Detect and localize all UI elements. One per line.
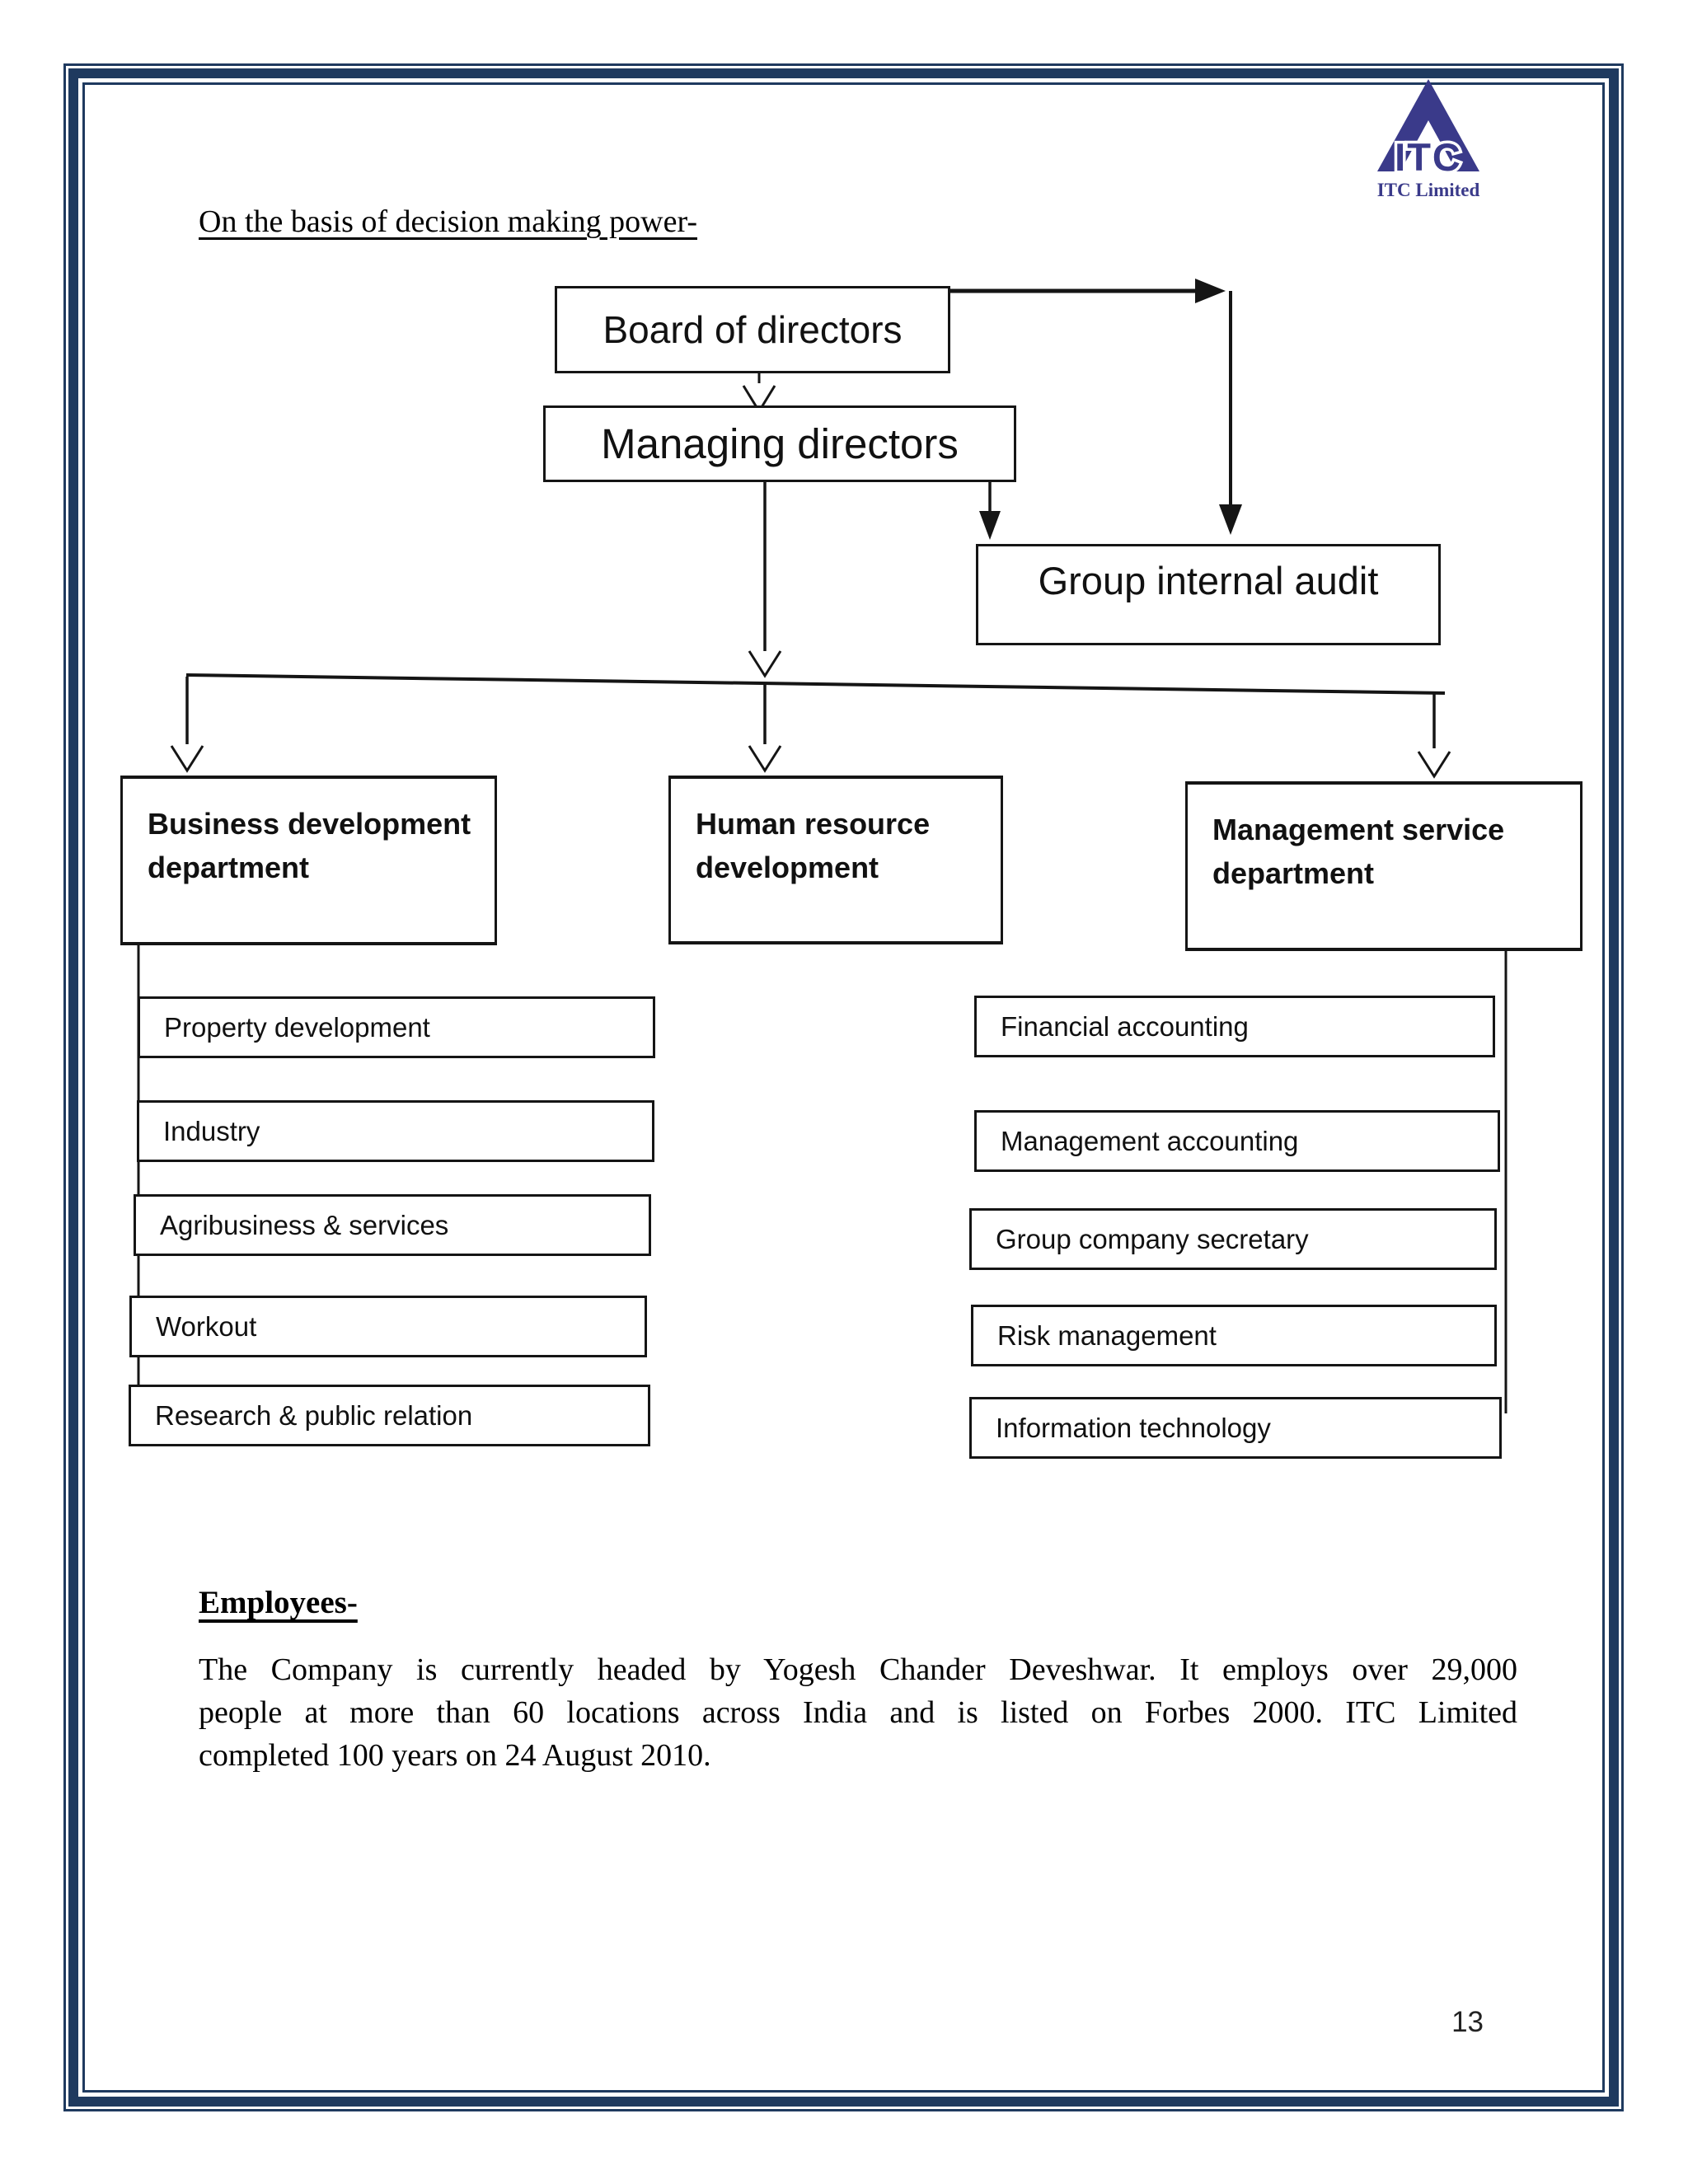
- itc-logo-monogram: ITC: [1395, 135, 1462, 179]
- org-item-industry: Industry: [137, 1100, 654, 1162]
- box-managing-label: Managing directors: [601, 420, 959, 467]
- org-item-label: Information technology: [996, 1412, 1271, 1443]
- box-board-label: Board of directors: [603, 308, 903, 351]
- org-item-label: Research & public relation: [155, 1399, 473, 1431]
- dept-box-management-service-department: Management service department: [1185, 781, 1582, 951]
- dept-label-line1: Management service: [1212, 813, 1505, 846]
- dept-box-business-development: Business development department: [120, 776, 497, 945]
- org-item-risk-management: Risk management: [971, 1305, 1497, 1366]
- dept-box-human-resource-development: Human resource development: [668, 776, 1003, 944]
- org-item-group-company-secretary: Group company secretary: [969, 1208, 1497, 1270]
- box-board-of-directors: Board of directors: [555, 286, 950, 373]
- page-number: 13: [1451, 2006, 1484, 2038]
- org-item-label: Industry: [163, 1115, 260, 1146]
- org-item-financial-accounting: Financial accounting: [974, 996, 1495, 1057]
- org-item-workout: Workout: [129, 1296, 647, 1357]
- dept-label-line2: development: [696, 851, 879, 884]
- org-item-property-development: Property development: [138, 996, 655, 1058]
- box-audit-label: Group internal audit: [1038, 559, 1379, 602]
- box-managing-directors: Managing directors: [543, 405, 1016, 482]
- org-item-label: Financial accounting: [1001, 1010, 1249, 1042]
- page-border: [63, 63, 1624, 2111]
- page-border-inner-line: [82, 82, 1605, 2093]
- dept-label-line1: Human resource: [696, 807, 931, 841]
- itc-logo: ITC ITC Limited: [1377, 79, 1480, 200]
- itc-logo-caption: ITC Limited: [1377, 180, 1480, 200]
- dept-label-line1: Business development: [148, 807, 471, 841]
- org-item-label: Workout: [156, 1310, 257, 1342]
- employees-paragraph-line: people at more than 60 locations across …: [199, 1695, 1517, 1730]
- org-item-research-public-relation: Research & public relation: [129, 1385, 650, 1446]
- org-item-information-technology: Information technology: [969, 1397, 1502, 1459]
- section-heading: On the basis of decision making power-: [199, 204, 697, 239]
- page-border-thick-band: [68, 68, 1619, 2107]
- org-item-label: Risk management: [997, 1319, 1217, 1351]
- dept-label-line2: department: [148, 851, 310, 884]
- employees-paragraph-line: completed 100 years on 24 August 2010.: [199, 1738, 711, 1773]
- org-item-label: Management accounting: [1001, 1125, 1299, 1156]
- dept-label-line2: department: [1212, 856, 1375, 890]
- org-item-management-accounting: Management accounting: [974, 1110, 1500, 1172]
- itc-logo-triangle-icon: [1377, 79, 1479, 171]
- org-item-label: Agribusiness & services: [160, 1209, 449, 1240]
- box-group-internal-audit: Group internal audit: [976, 544, 1441, 645]
- employees-paragraph: The Company is currently headed by Yoges…: [199, 1648, 1517, 1777]
- org-item-label: Group company secretary: [996, 1223, 1309, 1254]
- org-item-label: Property development: [164, 1011, 430, 1043]
- employees-paragraph-line: The Company is currently headed by Yoges…: [199, 1652, 1517, 1687]
- org-item-agribusiness-services: Agribusiness & services: [134, 1194, 651, 1256]
- employees-heading: Employees-: [199, 1585, 358, 1620]
